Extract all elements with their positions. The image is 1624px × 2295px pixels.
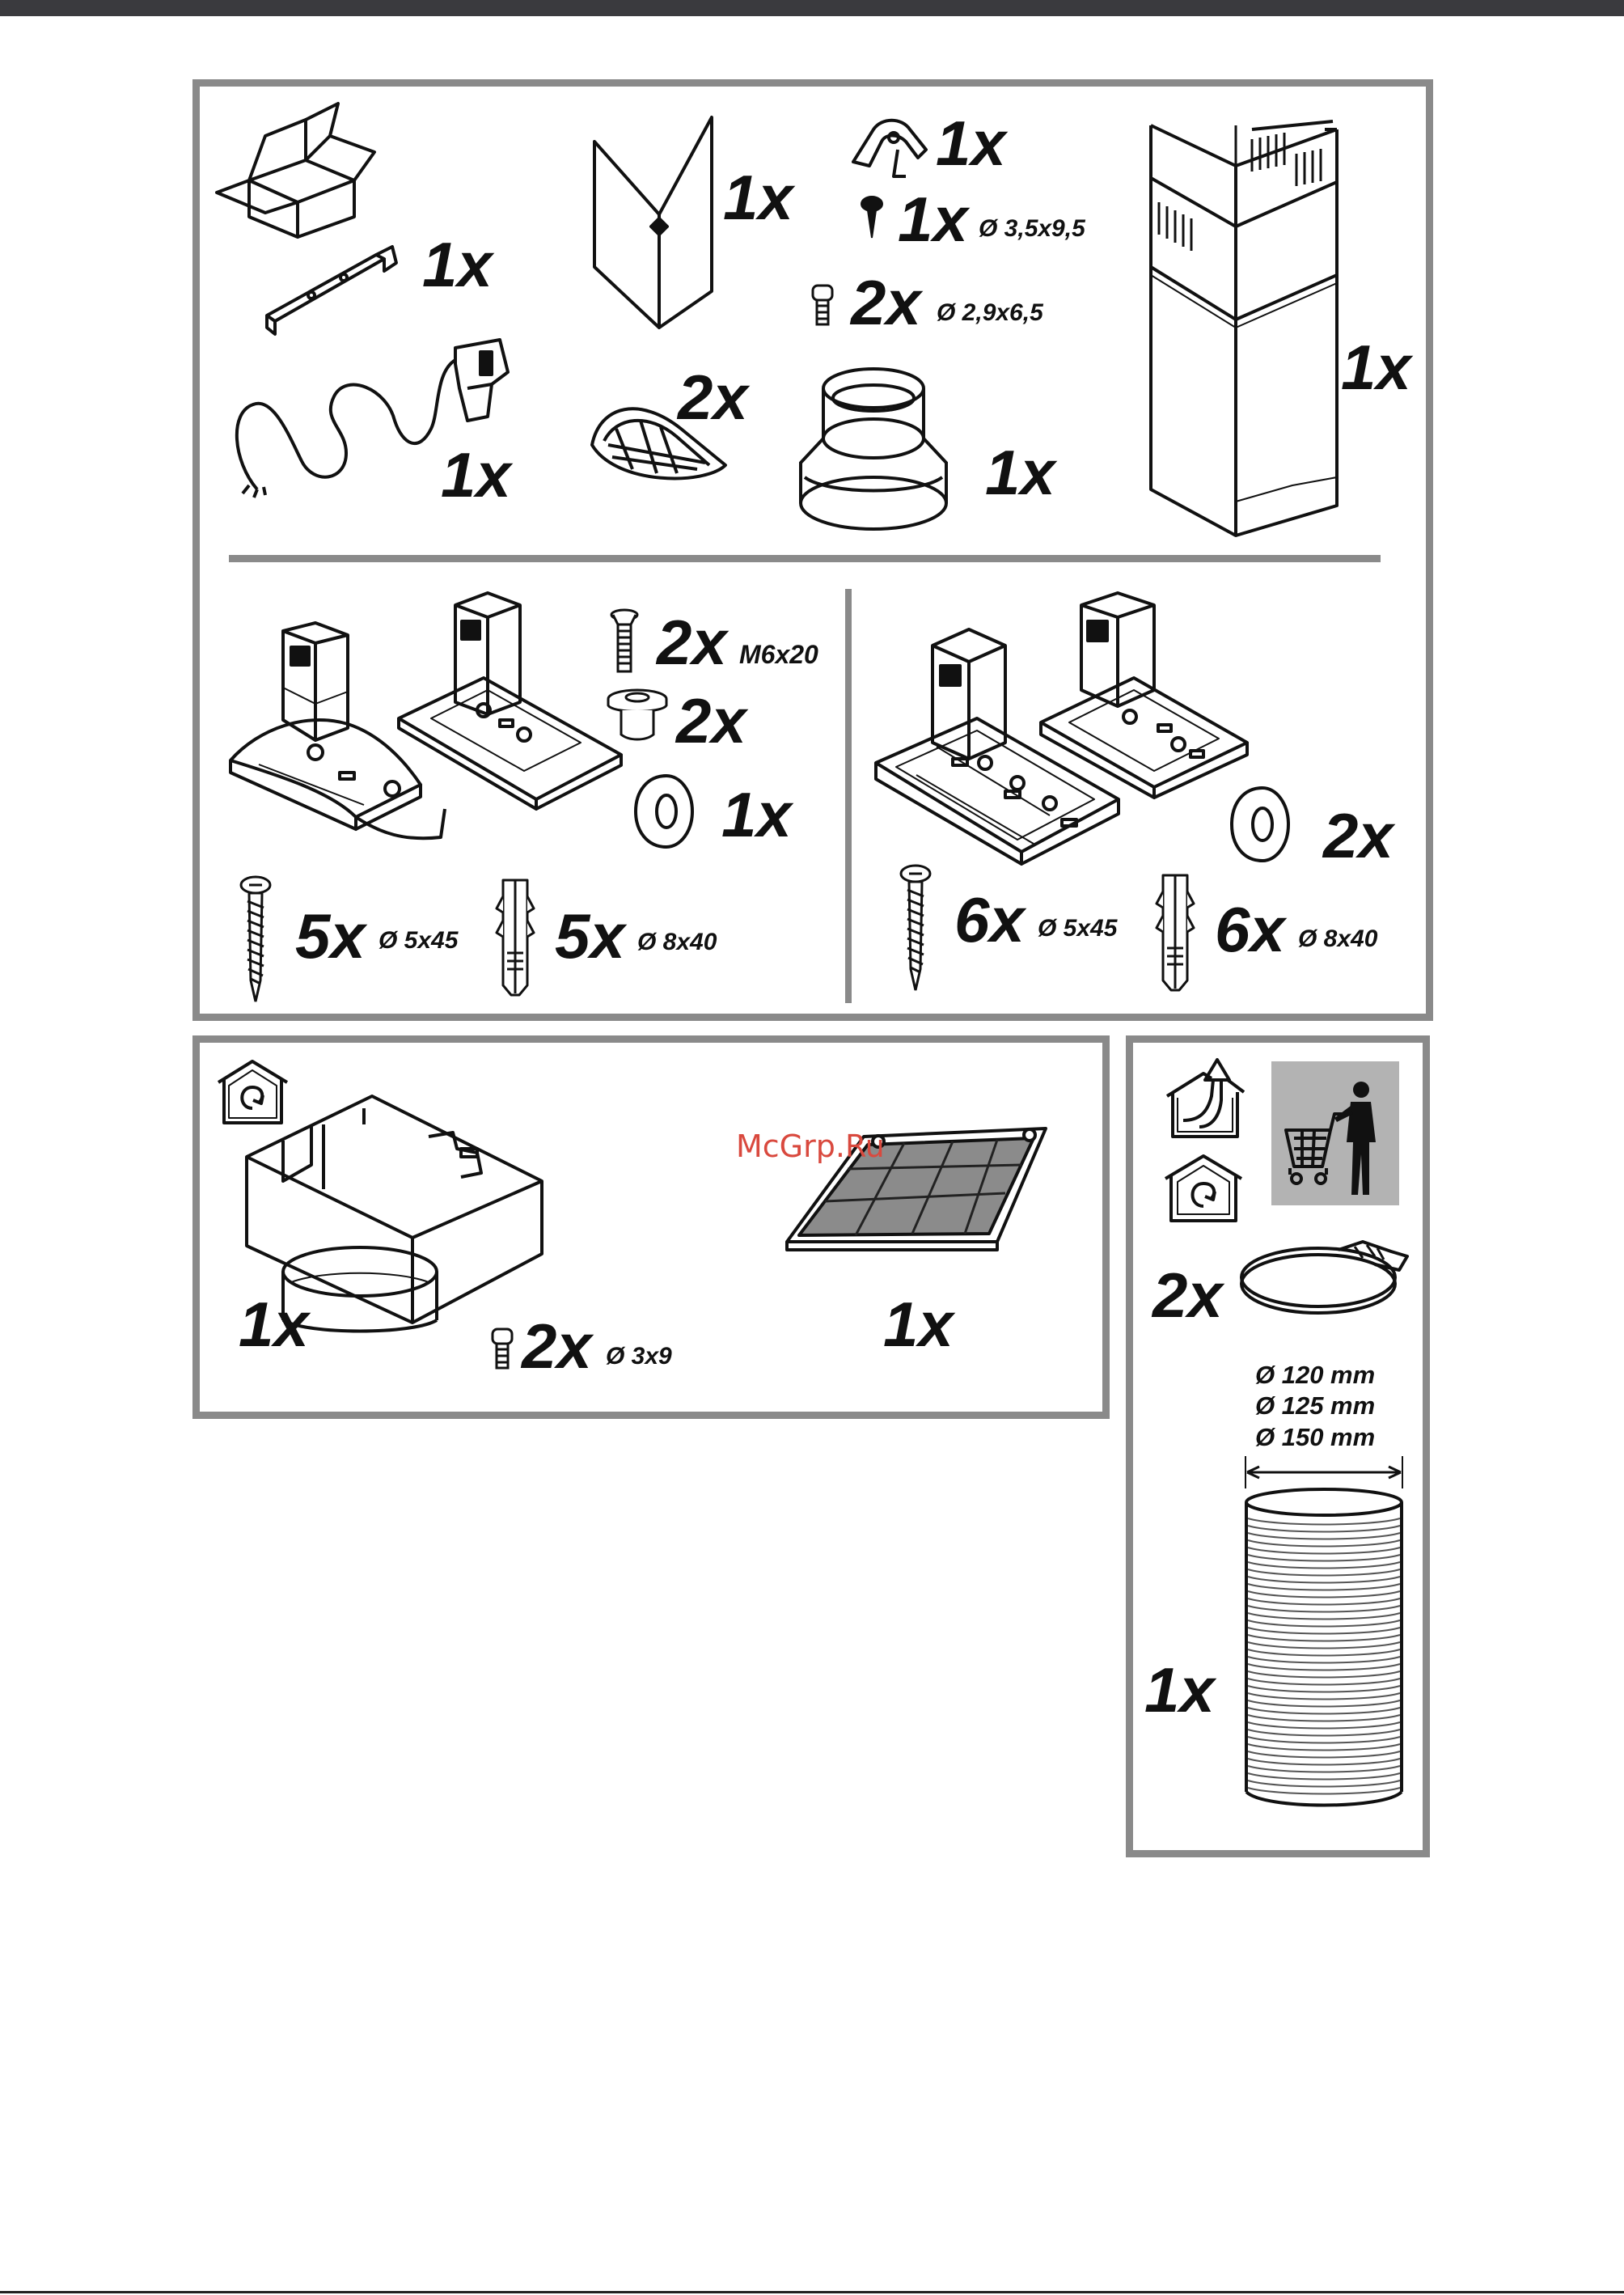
chimney-cover-icon xyxy=(1147,121,1341,536)
screw-a-quantity: 1x xyxy=(898,188,968,251)
bushing-icon xyxy=(605,688,670,744)
chimney-quantity: 1x xyxy=(1341,336,1411,399)
hose-quantity: 1x xyxy=(1144,1658,1215,1721)
carton-box-icon xyxy=(217,104,379,237)
plug-spec: Ø 8x40 xyxy=(1298,927,1377,951)
flexible-hose-icon xyxy=(1239,1452,1409,1808)
bolt-quantity: 2x xyxy=(657,611,727,674)
diameter-120: Ø 120 mm xyxy=(1255,1359,1375,1391)
wood-screw-icon xyxy=(899,864,932,992)
screw-quantity: 5x xyxy=(295,904,366,968)
watermark: McGrp.Ru xyxy=(736,1128,885,1164)
plug-spec: Ø 8x40 xyxy=(637,930,717,955)
clip-quantity: 1x xyxy=(936,112,1006,175)
washer-icon xyxy=(1227,785,1292,864)
plug-quantity: 5x xyxy=(555,904,625,968)
divider-vertical xyxy=(845,589,852,1003)
washer-icon xyxy=(631,773,696,849)
washer-quantity: 1x xyxy=(721,783,792,846)
wood-screw-icon xyxy=(239,875,272,1003)
bottom-rule xyxy=(0,2291,1624,2293)
wall-plug-icon xyxy=(495,872,535,997)
side-panel-icon xyxy=(590,113,716,332)
bolt-icon xyxy=(608,608,641,673)
side-panel-quantity: 1x xyxy=(723,166,793,229)
washer-quantity: 2x xyxy=(1323,804,1394,867)
wall-plug-icon xyxy=(1155,867,1195,993)
hose-clamp-icon xyxy=(1233,1242,1413,1319)
recirculation-mode-icon xyxy=(1161,1153,1245,1224)
screw-icon xyxy=(810,283,835,328)
hood-flat-glass-icon xyxy=(395,589,625,809)
plug-quantity: 6x xyxy=(1215,898,1285,961)
hood-box-small-icon xyxy=(1037,589,1251,799)
screw-b-spec: Ø 2,9x6,5 xyxy=(937,301,1043,325)
divider-horizontal xyxy=(229,555,1381,562)
extraction-mode-icon xyxy=(1163,1056,1252,1143)
carbon-filter-quantity: 1x xyxy=(883,1293,954,1356)
clamp-quantity: 2x xyxy=(1152,1264,1223,1327)
cord-quantity: 1x xyxy=(441,443,511,506)
wall-bracket-icon xyxy=(263,247,400,336)
bushing-quantity: 2x xyxy=(676,689,746,752)
shopping-cart-icon xyxy=(1282,1078,1387,1199)
bolt-spec: M6x20 xyxy=(739,641,818,667)
screw-b-quantity: 2x xyxy=(851,271,921,334)
half-filter-quantity: 2x xyxy=(678,366,748,429)
diameter-125: Ø 125 mm xyxy=(1255,1390,1375,1422)
adapter-ring-icon xyxy=(797,366,950,531)
screw-icon xyxy=(490,1327,514,1371)
screw-spec: Ø 5x45 xyxy=(1038,917,1117,941)
screw-icon xyxy=(860,196,884,240)
screw-quantity: 2x xyxy=(522,1315,592,1378)
adapter-quantity: 1x xyxy=(985,441,1055,504)
deflector-quantity: 1x xyxy=(239,1293,309,1356)
screw-spec: Ø 3x9 xyxy=(606,1344,672,1369)
diameter-150: Ø 150 mm xyxy=(1255,1421,1375,1454)
bracket-quantity: 1x xyxy=(422,233,493,296)
clip-icon xyxy=(849,113,930,178)
top-bar xyxy=(0,0,1624,16)
screw-spec: Ø 5x45 xyxy=(379,929,458,953)
screw-quantity: 6x xyxy=(954,888,1025,951)
screw-a-spec: Ø 3,5x9,5 xyxy=(979,217,1085,241)
